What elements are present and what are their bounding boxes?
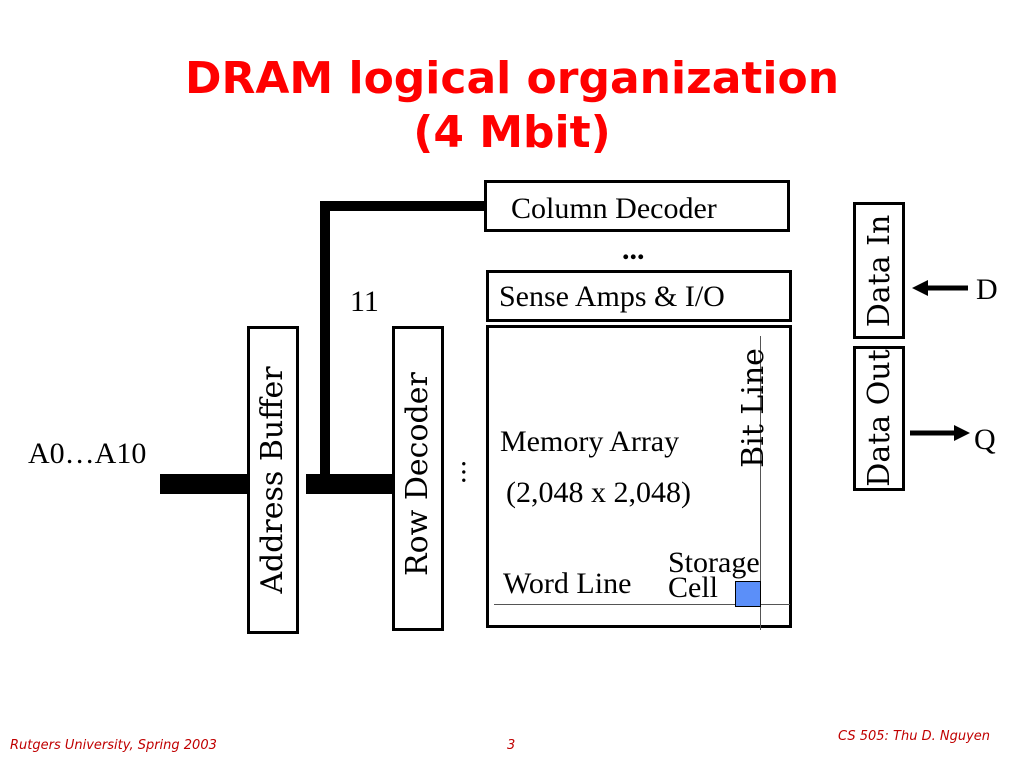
column-decoder-label: Column Decoder [511,192,717,225]
data-out-box [853,346,905,491]
q-arrow-icon [910,425,970,441]
address-buffer-label: Address Buffer [255,366,290,594]
d-arrow-icon [912,280,968,296]
slide-title-line2: (4 Mbit) [413,107,611,158]
footer-right: CS 505: Thu D. Nguyen [838,729,991,744]
data-in-box [853,202,905,339]
data-out-label: Data Out [862,349,897,487]
q-label: Q [974,423,996,456]
address-buffer-box [247,326,299,634]
column-bus-vertical [320,204,330,482]
bit-line-label: Bit Line [736,348,771,468]
column-bus-horizontal [320,201,486,211]
storage-cell-square [735,581,761,607]
column-ellipsis: ... [622,233,645,266]
data-in-label: Data In [862,214,897,328]
address-input-label: A0…A10 [28,437,147,470]
word-line-label: Word Line [503,567,632,600]
bit-line [760,336,761,630]
address-input-bus [160,474,250,494]
row-ellipsis: ... [442,459,472,485]
memory-array-box [486,325,792,628]
footer-left: Rutgers University, Spring 2003 [10,738,217,753]
slide-title-line1: DRAM logical organization [184,53,840,104]
d-label: D [976,273,998,306]
bus-width-label: 11 [350,285,379,318]
storage-label-line2: Cell [668,571,718,604]
footer-page-number: 3 [507,738,516,753]
memory-array-label: Memory Array [500,425,680,458]
column-decoder-box: Column Decoder [484,180,790,232]
storage-label-line1: Storage [668,546,760,579]
word-line [494,604,790,605]
array-size-label: (2,048 x 2,048) [506,476,691,509]
sense-amps-label: Sense Amps & I/O [499,280,725,313]
sense-amps-box: Sense Amps & I/O [486,270,792,322]
row-decoder-box [392,326,444,631]
row-decoder-label: Row Decoder [400,372,435,576]
